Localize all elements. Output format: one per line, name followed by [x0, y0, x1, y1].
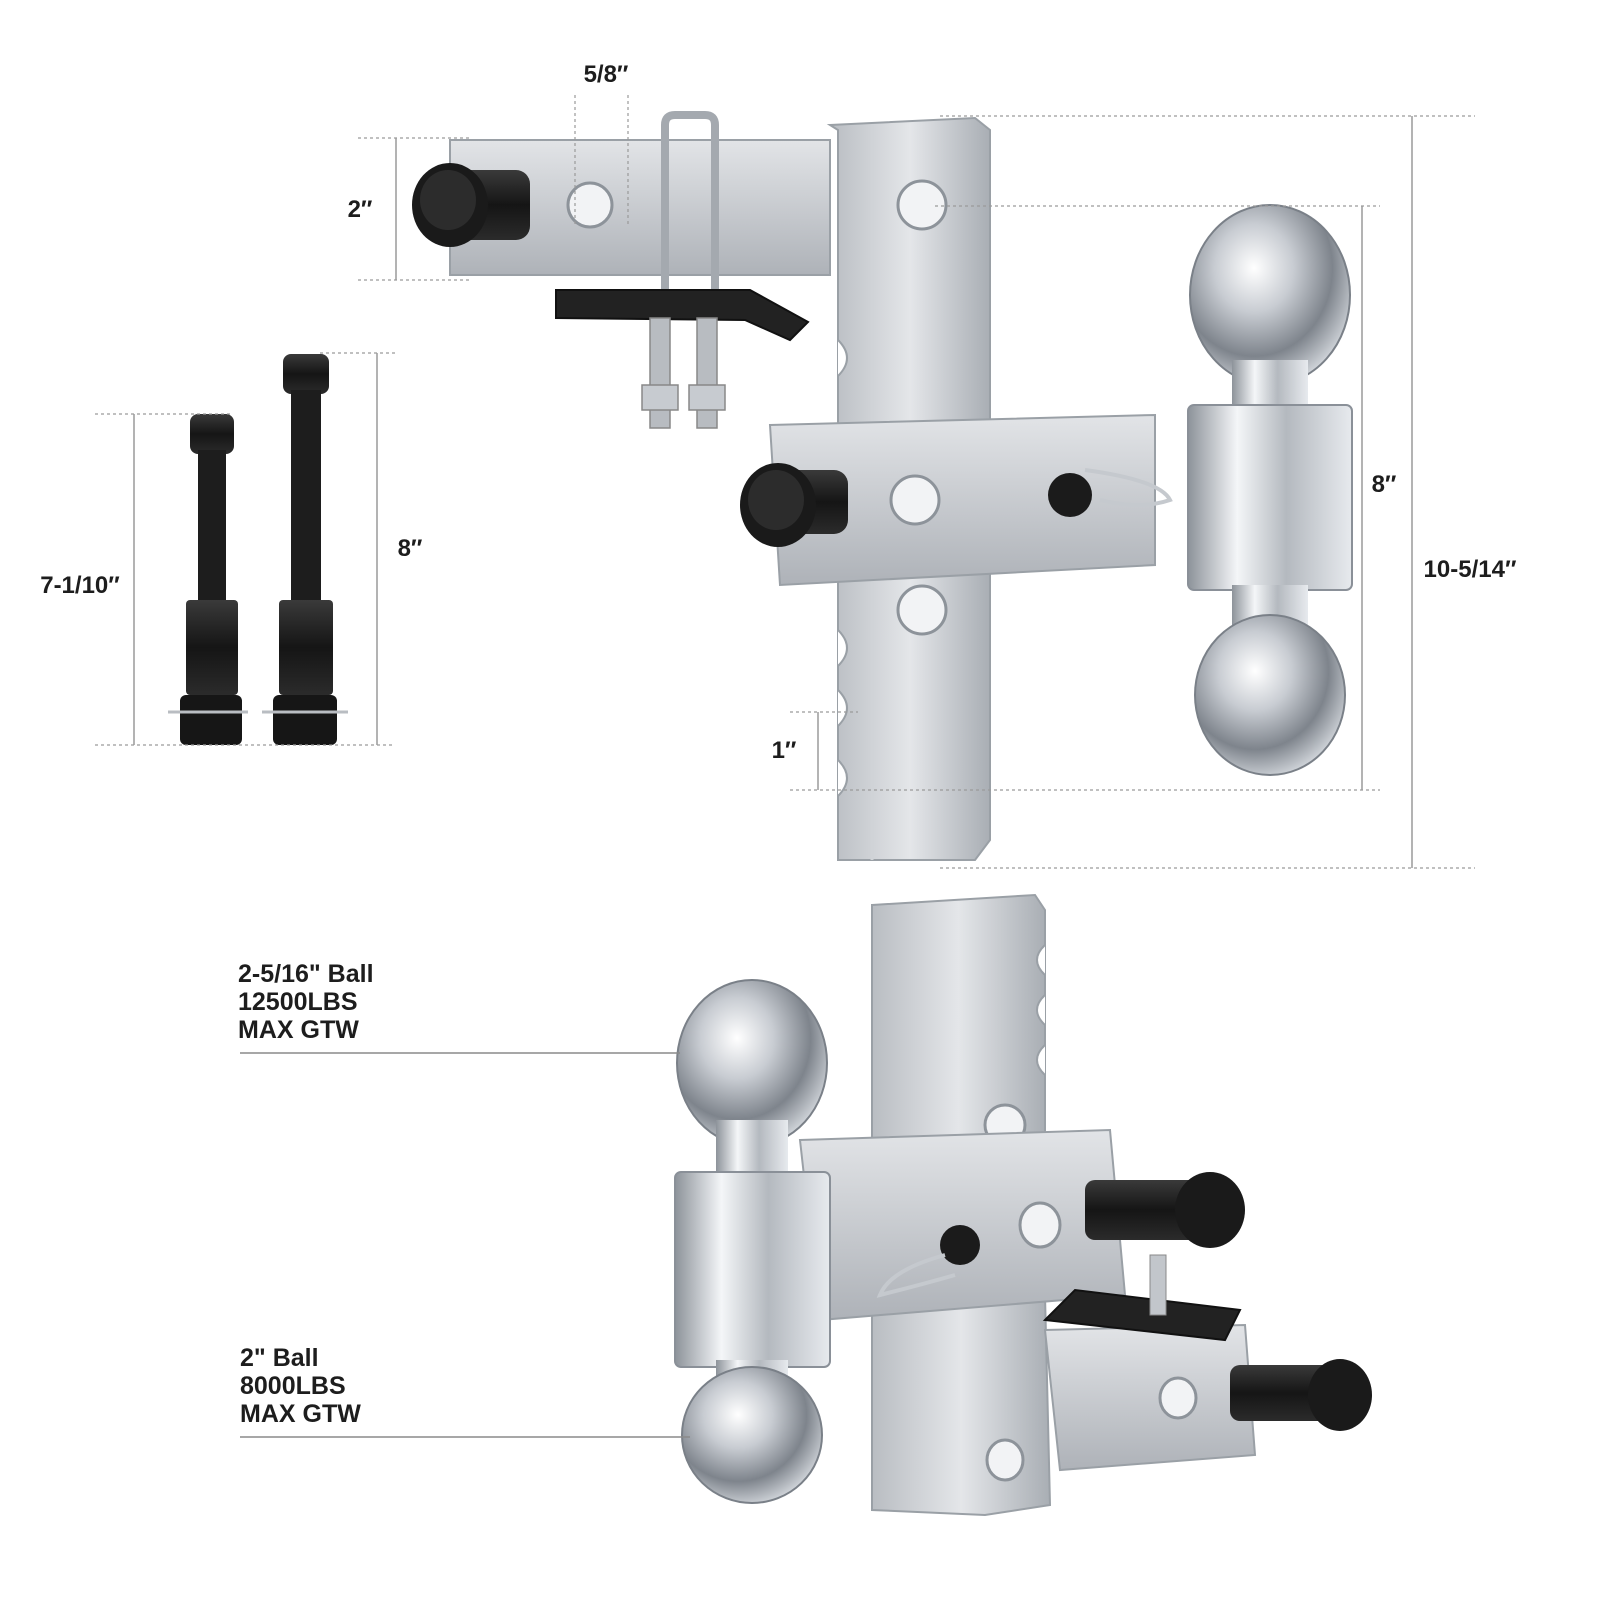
bottom-receiver-shank — [1043, 1323, 1257, 1472]
short-hitch-pin — [168, 414, 248, 745]
bottom-drop-shank — [871, 893, 1046, 1167]
dim-shank-height: 2″ — [348, 196, 373, 223]
u-bolt-clamp — [661, 111, 719, 300]
collar-hitch-pin — [740, 463, 848, 547]
collar-hole — [889, 474, 941, 526]
bottom-anti-rattle-bracket — [1042, 1288, 1242, 1342]
large-ball-rating: 12500LBS — [238, 988, 358, 1016]
top-dual-ball — [1187, 204, 1353, 776]
dim-drop-range: 8″ — [1372, 471, 1397, 498]
drop-shank-notches — [837, 339, 848, 797]
bottom-receiver-hitch-pin — [1230, 1359, 1372, 1431]
bottom-lower-shank — [871, 1293, 1052, 1517]
long-hitch-pin — [262, 354, 348, 745]
ball-spec-annotations: 2-5/16" Ball 12500LBS MAX GTW 2" Ball 80… — [238, 960, 690, 1438]
bottom-clip-pin — [876, 1225, 980, 1298]
drop-shank-hole-top — [896, 179, 948, 231]
dim-notch-spacing: 1″ — [772, 737, 797, 764]
small-ball-rating-unit: MAX GTW — [240, 1400, 361, 1428]
dim-short-pin: 7-1/10″ — [40, 572, 120, 599]
bottom-collar-hitch-pin — [1085, 1172, 1245, 1248]
bottom-shank-notches — [1036, 944, 1046, 1076]
clamp-bolts — [641, 317, 726, 429]
shank-hitch-pin — [412, 163, 530, 247]
drop-shank-hole-bottom — [896, 584, 948, 636]
collar-clip-pin — [1048, 468, 1173, 517]
small-ball-size: 2" Ball — [240, 1344, 319, 1372]
dim-total-height: 10-5/14″ — [1424, 556, 1517, 583]
small-ball-spec: 2" Ball 8000LBS MAX GTW — [240, 1344, 690, 1438]
top-dimension-annotations: 5/8″ 2″ 10-5/14″ 8″ 1″ — [348, 61, 1517, 869]
bottom-dual-ball — [674, 979, 831, 1504]
pin-dimension-annotations: 7-1/10″ 8″ — [40, 352, 423, 746]
large-ball-spec: 2-5/16" Ball 12500LBS MAX GTW — [238, 960, 680, 1054]
large-ball-rating-unit: MAX GTW — [238, 1016, 359, 1044]
shank-pin-hole — [566, 181, 614, 229]
dim-long-pin: 8″ — [398, 535, 423, 562]
anti-rattle-bracket — [555, 289, 810, 342]
small-ball-rating: 8000LBS — [240, 1372, 346, 1400]
top-hitch-assembly — [412, 111, 1353, 861]
bottom-hitch-assembly — [674, 893, 1372, 1517]
dim-pin-hole: 5/8″ — [584, 61, 629, 88]
large-ball-size: 2-5/16" Ball — [238, 960, 374, 988]
hitch-pins — [168, 354, 348, 745]
